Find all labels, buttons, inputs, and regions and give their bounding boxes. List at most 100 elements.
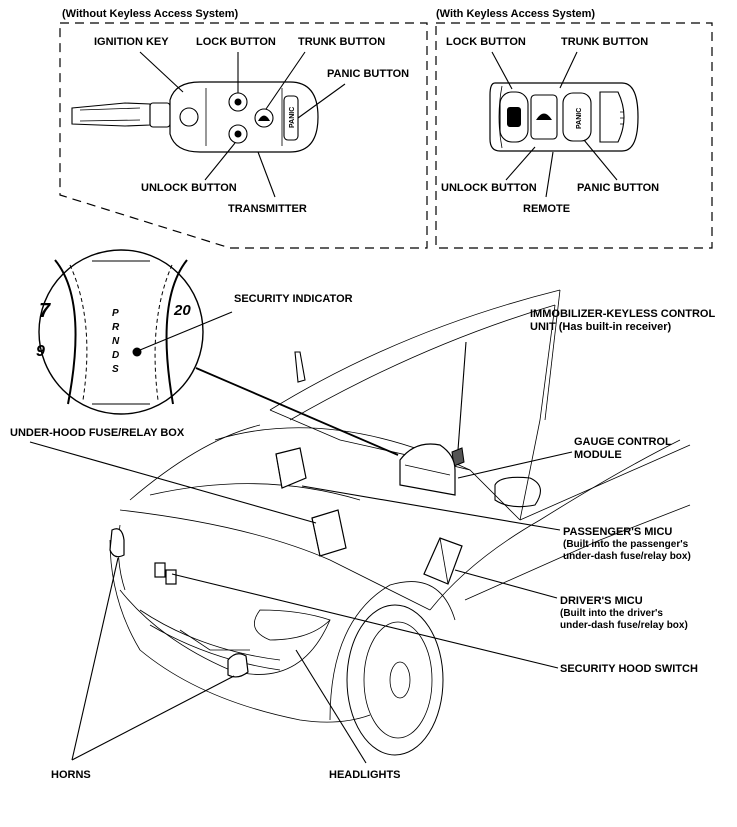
gear-p: P	[112, 308, 119, 319]
horn-left	[109, 528, 125, 558]
wheel-hub	[389, 661, 411, 699]
fuse-box-leader	[29, 441, 317, 524]
horn-right	[227, 653, 249, 678]
ignition-key-label: IGNITION KEY	[94, 36, 169, 48]
transmitter-body	[169, 81, 319, 153]
unlock-button-shape	[228, 124, 248, 144]
gear-indicator: P R N D S	[112, 308, 120, 375]
unlock-icon	[234, 130, 242, 138]
hood-front-edge	[119, 509, 431, 611]
headlights-label: HEADLIGHTS	[329, 769, 401, 781]
horns-label: HORNS	[51, 769, 91, 781]
driver-micu-note2: under-dash fuse/relay box)	[560, 620, 688, 631]
a-pillar-outer	[544, 289, 561, 421]
rocker-line	[464, 504, 691, 601]
remote-edge	[498, 85, 503, 149]
under-hood-fuse-label: UNDER-HOOD FUSE/RELAY BOX	[10, 427, 185, 439]
left-dial-ticks	[69, 264, 88, 401]
remote-trunk-icon	[536, 113, 552, 120]
gauge-number-left-top: 7	[39, 300, 51, 322]
gauge-number-right: 20	[173, 302, 191, 319]
section-title-with-keyless: (With Keyless Access System)	[436, 8, 595, 20]
windshield-inner	[289, 304, 556, 421]
gauge-number-left-bottom: 9	[36, 343, 45, 360]
remote-tail	[599, 91, 625, 143]
remote-trunk-button-label: TRUNK BUTTON	[561, 36, 648, 48]
security-indicator-leader	[139, 311, 233, 351]
passenger-micu-label: PASSENGER'S MICU	[563, 526, 672, 538]
horn-left-leader	[71, 557, 119, 761]
remote-panic-button-shape	[562, 92, 592, 142]
remote-lock-button-label: LOCK BUTTON	[446, 36, 526, 48]
front-bumper	[109, 539, 371, 723]
remote-panic-button-label: PANIC BUTTON	[577, 182, 659, 194]
passenger-micu-note2: under-dash fuse/relay box)	[563, 551, 691, 562]
with-keyless-panel: (With Keyless Access System)	[435, 8, 713, 249]
remote-panic-text: PANIC	[576, 108, 583, 129]
gear-r: R	[112, 322, 120, 333]
key-blade-groove	[79, 107, 141, 122]
trunk-button-label: TRUNK BUTTON	[298, 36, 385, 48]
remote-button-frame	[499, 91, 529, 143]
without-keyless-panel: (Without Keyless Access System)	[59, 8, 428, 249]
panic-button-label: PANIC BUTTON	[327, 68, 409, 80]
windshield-top	[269, 289, 561, 411]
driver-micu-label: DRIVER'S MICU	[560, 595, 643, 607]
gear-n: N	[112, 336, 120, 347]
key-blade	[71, 102, 151, 127]
right-dial-arc	[165, 259, 188, 405]
left-dial-arc	[54, 259, 77, 405]
remote-leaders	[491, 51, 618, 198]
gauge-cluster-detail: 7 9 20 P R N D S	[36, 249, 204, 415]
headlights-leader	[295, 649, 367, 764]
car-illustration	[109, 289, 691, 756]
passenger-micu-note1: (Built into the passenger's	[563, 539, 689, 550]
grille-detail	[179, 629, 250, 651]
door-line	[519, 444, 691, 521]
driver-micu	[423, 537, 463, 585]
hood-left-edge	[129, 424, 261, 501]
immobilizer-leader	[457, 341, 467, 451]
remote-trunk-area	[530, 94, 558, 140]
security-indicator-dot	[132, 347, 142, 357]
headlight-shape	[253, 609, 331, 641]
immobilizer-label-line2: UNIT (Has built-in receiver)	[530, 321, 672, 333]
grille-outline	[119, 589, 331, 675]
trunk-button-shape	[254, 108, 274, 128]
gear-d: D	[112, 350, 119, 361]
lock-unlock-icon	[507, 107, 521, 127]
unlock-button-label: UNLOCK BUTTON	[141, 182, 237, 194]
hood-switch-leader	[171, 573, 559, 669]
body-side-line	[429, 439, 681, 611]
grille-bars	[139, 609, 281, 671]
gauge-control-label-line1: GAUGE CONTROL	[574, 436, 672, 448]
transmitter-label: TRANSMITTER	[228, 203, 307, 215]
transmitter-illustration: PANIC	[71, 81, 319, 153]
hood-crease	[149, 483, 361, 501]
mirror-left	[294, 351, 306, 383]
security-indicator-label: SECURITY INDICATOR	[234, 293, 353, 305]
remote-grip-lines	[620, 111, 624, 125]
section-title-without-keyless: (Without Keyless Access System)	[62, 8, 239, 20]
gauge-to-module-line	[195, 367, 399, 456]
remote-illustration: PANIC	[489, 82, 639, 152]
transmitter-leaders	[139, 51, 346, 198]
remote-label: REMOTE	[523, 203, 570, 215]
side-mirror	[494, 476, 541, 508]
driver-micu-leader	[454, 569, 558, 599]
passenger-micu-leader	[301, 485, 561, 531]
key-ring-hole	[179, 107, 199, 127]
lock-icon	[234, 98, 242, 106]
security-hood-switch	[154, 562, 177, 585]
transmitter-seams	[205, 88, 283, 146]
a-pillar	[519, 304, 556, 521]
gauge-detail-circle	[38, 249, 204, 415]
gauge-control-label-line2: MODULE	[574, 449, 622, 461]
key-collar	[149, 102, 171, 128]
security-hood-switch-label: SECURITY HOOD SWITCH	[560, 663, 698, 675]
immobilizer-label-line1: IMMOBILIZER-KEYLESS CONTROL	[530, 308, 715, 320]
wheel-arch	[329, 581, 456, 721]
lock-button-label: LOCK BUTTON	[196, 36, 276, 48]
